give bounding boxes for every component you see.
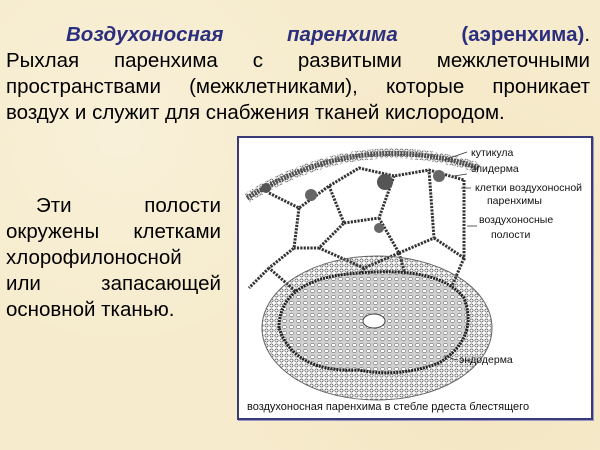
cross-section-illustration [244, 148, 493, 401]
intro-line-1: Рыхлая паренхима с развитыми межклеточны… [6, 49, 590, 72]
side-line-2: окружены клетками [6, 220, 221, 243]
label-epidermis: эпидерма [471, 163, 519, 175]
intro-line-2: пространствами (межклетниками), которые … [6, 75, 590, 98]
label-aerenchyma-cells-1: клетки воздухоносной [475, 182, 583, 194]
label-endodermis: эндодерма [459, 354, 513, 366]
term-word-2: паренхима [287, 23, 398, 46]
side-line-1: Эти полости [36, 194, 221, 217]
stem-cross-section-figure: кутикула эпидерма клетки воздухоносной п… [237, 136, 593, 420]
term-word-1: Воздухоносная [66, 23, 224, 46]
side-paragraph: Эти полости окружены клетками хлорофилон… [6, 193, 221, 323]
period: . [584, 23, 591, 46]
figure-caption: воздухоносная паренхима в стебле рдеста … [247, 401, 530, 413]
label-cuticle: кутикула [471, 147, 514, 159]
side-line-5: основной тканью. [6, 298, 175, 321]
synonym-group: (аэренхима). [461, 23, 590, 46]
label-aerenchyma-cells-2: паренхимы [487, 195, 542, 207]
side-line-3: хлорофилоносной [6, 246, 182, 269]
intro-paragraph: Воздухоносная паренхима (аэренхима). Рых… [6, 22, 590, 126]
intro-line-3: воздух и служит для снабжения тканей кис… [6, 101, 505, 124]
synonym: (аэренхима) [461, 23, 585, 46]
side-line-4: или запасающей [6, 272, 221, 295]
label-air-cavities-1: воздухоносные [479, 214, 554, 226]
label-air-cavities-2: полости [491, 229, 531, 241]
heading-line: Воздухоносная паренхима (аэренхима). [6, 22, 590, 48]
